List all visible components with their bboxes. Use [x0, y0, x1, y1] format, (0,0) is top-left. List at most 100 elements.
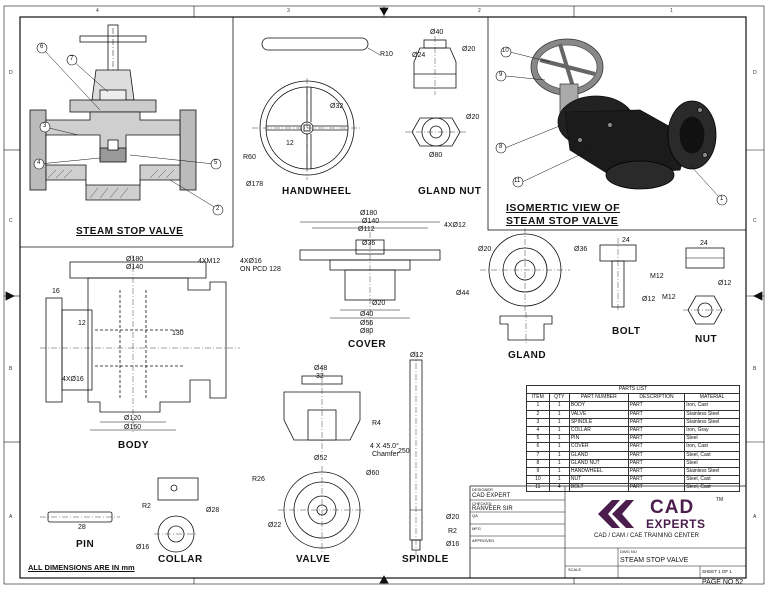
dim-gn-80: Ø80 — [429, 152, 443, 159]
table-cell: 1 — [548, 458, 570, 468]
label-cover: COVER — [348, 339, 387, 350]
center-marker-left — [5, 291, 15, 301]
table-cell: GLAND — [568, 450, 629, 460]
dim-hw-r10: R10 — [380, 51, 393, 58]
table-cell: Steel, Cast — [684, 483, 740, 493]
spindle-view — [409, 352, 423, 556]
tb-logo: CAD — [650, 497, 695, 518]
dim-body-holes: 4XØ16 — [240, 258, 262, 265]
table-cell: Stainless Steel — [684, 409, 740, 419]
table-cell: 1 — [548, 475, 570, 485]
dim-c-20: Ø20 — [372, 300, 386, 307]
tb-tagline: CAD / CAM / CAE TRAINING CENTER — [594, 533, 699, 539]
tb-scale-label: SCALE — [568, 567, 582, 572]
tb-logo-tm: TM — [716, 497, 724, 503]
zone-row-a: A — [9, 514, 13, 520]
dim-c-holes: 4XØ12 — [444, 222, 466, 229]
balloon-5: 5 — [214, 160, 218, 166]
balloon-11: 11 — [514, 178, 521, 184]
tb-designer-label: DESIGNER — [472, 487, 493, 492]
table-cell: 1 — [548, 401, 570, 411]
table-cell: 2 — [526, 409, 550, 419]
iso-balloons — [495, 46, 728, 206]
label-isometric-2: STEAM STOP VALVE — [506, 215, 619, 227]
dim-s-r2: R2 — [448, 528, 457, 535]
dim-v-22: Ø22 — [268, 522, 282, 529]
label-gland: GLAND — [508, 350, 547, 361]
dim-s-12: Ø12 — [410, 352, 424, 359]
center-marker-top — [379, 7, 389, 16]
table-cell: 1 — [548, 450, 570, 460]
table-cell: Steel, Cast — [684, 475, 740, 485]
dim-g-20: Ø20 — [478, 246, 492, 253]
dim-v-r4: R4 — [372, 420, 381, 427]
cad-experts-logo-mark — [598, 500, 634, 528]
dim-v-r26: R26 — [252, 476, 265, 483]
table-cell: Stainless Steel — [684, 417, 740, 427]
dim-c-180: Ø180 — [360, 210, 378, 217]
balloon-10: 10 — [502, 48, 509, 54]
parts-list-header: MATERIAL — [684, 393, 740, 403]
dim-s-250: 250 — [398, 448, 410, 455]
table-cell: Steel — [684, 434, 740, 444]
table-cell: 7 — [526, 450, 550, 460]
balloon-4: 4 — [37, 160, 41, 166]
table-cell: PART — [627, 483, 686, 493]
dim-hw-178: Ø178 — [246, 181, 264, 188]
table-cell: PART — [627, 409, 686, 419]
zone-row-c-r: C — [753, 218, 757, 224]
table-cell: 1 — [548, 417, 570, 427]
dim-body-180: Ø180 — [126, 256, 144, 263]
dim-c-36: Ø36 — [362, 240, 376, 247]
label-spindle: SPINDLE — [402, 554, 449, 565]
table-cell: COVER — [568, 442, 629, 452]
nut-view — [683, 247, 727, 325]
dim-b-24: 24 — [622, 237, 630, 244]
gland-view — [480, 228, 570, 345]
dim-b-m12: M12 — [650, 273, 664, 280]
dim-gn-20: Ø20 — [462, 46, 476, 53]
parts-list-header: ITEM — [526, 393, 550, 403]
dim-col-28: Ø28 — [206, 507, 220, 514]
table-cell: 1 — [548, 425, 570, 436]
dim-n-m12: M12 — [662, 294, 676, 301]
table-cell: Iron, Cast — [684, 442, 740, 452]
zone-col-1: 1 — [670, 8, 673, 14]
valve-view — [278, 366, 366, 554]
dim-c-112: Ø112 — [358, 226, 375, 233]
table-cell: 4 — [526, 425, 550, 436]
iso-box — [487, 16, 747, 231]
tb-dwg-label: DWG NO — [620, 549, 637, 554]
isometric-view — [504, 38, 721, 199]
parts-list-header: PART NUMBER — [568, 393, 629, 403]
dim-v-chamfer1: 4 X 45.0° — [370, 443, 399, 450]
dim-gn-40: Ø40 — [430, 29, 444, 36]
table-cell: 1 — [548, 466, 570, 477]
table-cell: PART — [627, 434, 686, 444]
table-cell: VALVE — [568, 409, 629, 419]
dim-body-12: 12 — [78, 320, 86, 327]
dim-b-12: Ø12 — [642, 296, 656, 303]
cover-view — [299, 221, 441, 335]
table-cell: PART — [627, 466, 686, 477]
dim-c-40: Ø40 — [360, 311, 374, 318]
table-cell: BOLT — [568, 483, 629, 493]
table-cell: PART — [627, 475, 686, 485]
balloon-3: 3 — [43, 123, 47, 129]
label-isometric-1: ISOMERTIC VIEW OF — [506, 202, 621, 214]
table-cell: Iron, Cast — [684, 401, 740, 411]
dim-body-16: 16 — [52, 288, 60, 295]
table-cell: PART — [627, 417, 686, 427]
table-cell: PART — [627, 425, 686, 436]
tb-approved-label: APPROVED — [472, 538, 495, 543]
tb-logo2: EXPERTS — [646, 517, 706, 531]
balloon-1: 1 — [720, 196, 724, 202]
